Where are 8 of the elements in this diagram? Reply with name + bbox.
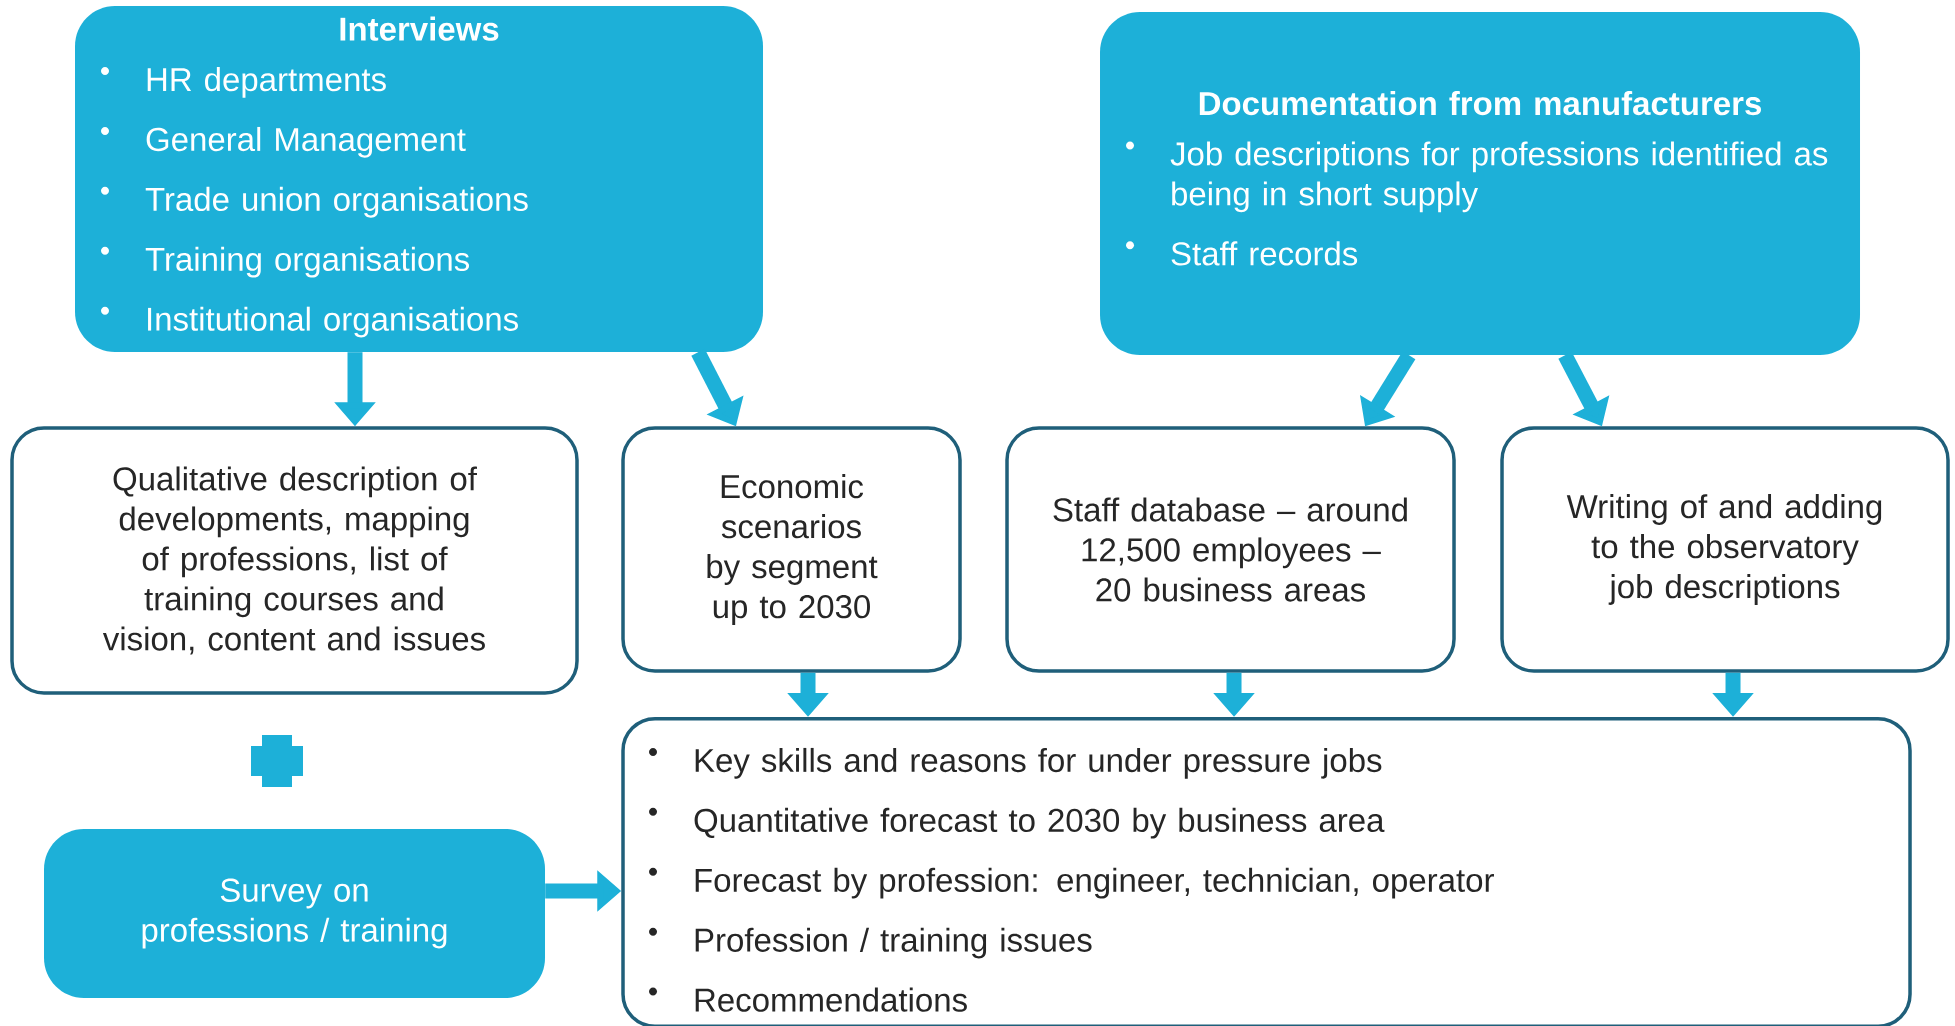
source-box: Survey on professions / training — [44, 829, 545, 998]
process-box: Economic scenarios by segment up to 2030 — [621, 426, 962, 673]
process-box: Qualitative description of developments, mapping of professions, list of training courses and vision, content and issues — [10, 426, 579, 695]
source-box: Documentation from manufacturers Job descriptions for professions identified as being in short supply Staff records — [1100, 12, 1860, 355]
source-box: Interviews HR departments General Management Trade union organisations Training organisations Institutional organisations — [75, 6, 763, 352]
outcome-box: Key skills and reasons for under pressure jobs Quantitative forecast to 2030 by business area Forecast by profession: engineer, technician, operator Profession / training issues Recommendations — [621, 717, 1912, 1026]
process-box: Writing of and adding to the observatory job descriptions — [1500, 426, 1950, 673]
process-box: Staff database – around 12,500 employees – 20 business areas — [1005, 426, 1456, 673]
